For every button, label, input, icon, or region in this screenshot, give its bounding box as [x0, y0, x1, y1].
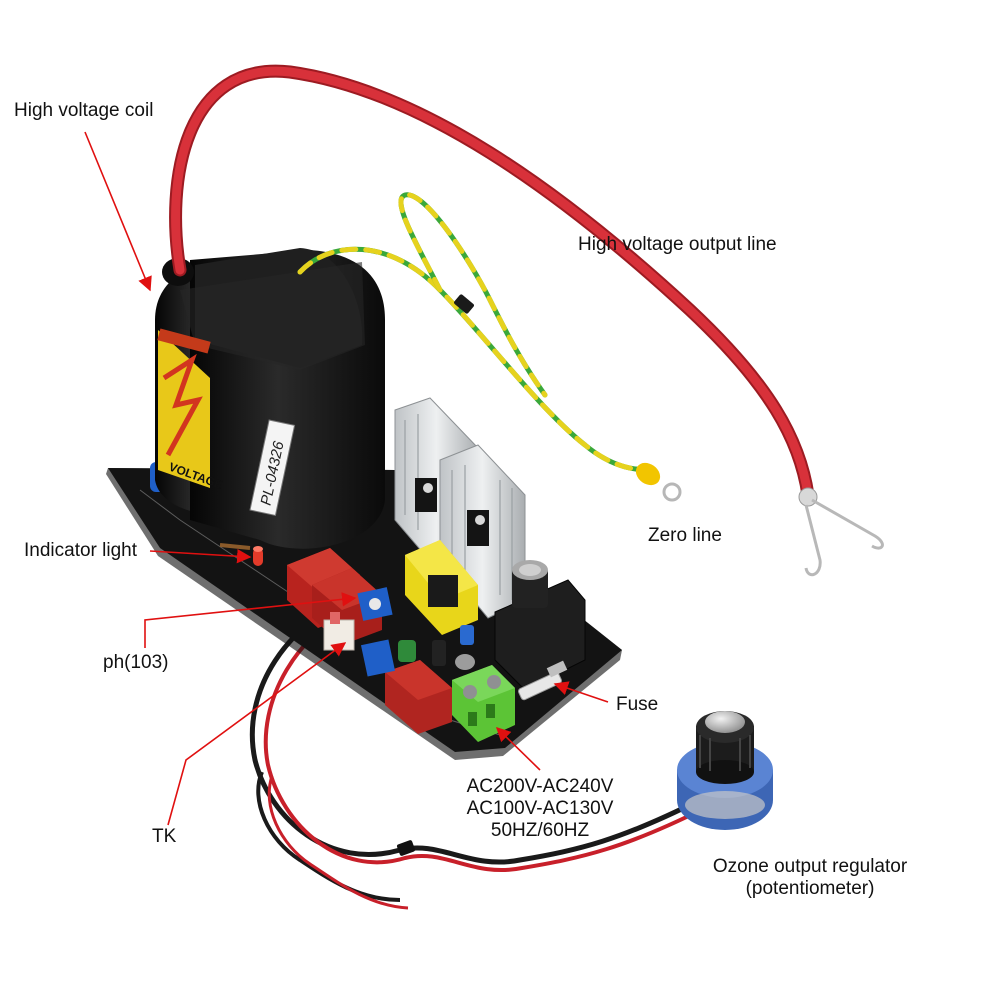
label-fuse: Fuse — [616, 694, 659, 715]
label-zero-line: Zero line — [648, 525, 722, 546]
label-ph103: ph(103) — [103, 652, 169, 673]
indicator-led — [253, 546, 263, 566]
zero-wire — [297, 192, 682, 502]
annotation-arrows — [84, 131, 609, 826]
label-high-voltage-coil: High voltage coil — [14, 100, 154, 121]
arrow-tk — [167, 642, 347, 826]
potentiometer-cable — [249, 595, 706, 910]
small-components — [219, 543, 475, 670]
arrow-high-voltage-coil — [84, 131, 152, 292]
fuse — [518, 660, 568, 701]
high-voltage-coil: VOLTAGE PL-04326 — [155, 248, 385, 549]
electrolytic-capacitor — [512, 560, 548, 608]
power-terminal-block — [452, 665, 515, 742]
potentiometer-knob — [677, 711, 773, 830]
label-power-line1: AC200V-AC240V — [466, 776, 614, 797]
arrow-power-input — [495, 726, 541, 771]
small-transformer — [405, 540, 478, 635]
label-regulator-line1: Ozone output regulator — [712, 856, 908, 877]
arrow-indicator-light — [149, 549, 252, 564]
label-regulator-line2: (potentiometer) — [745, 878, 875, 899]
label-tk: TK — [152, 826, 177, 847]
arrow-ph103 — [144, 592, 357, 648]
label-power-line2: AC100V-AC130V — [466, 798, 614, 819]
high-voltage-wire — [169, 64, 884, 577]
label-high-voltage-output-line: High voltage output line — [578, 234, 777, 255]
label-power-line3: 50HZ/60HZ — [490, 820, 590, 841]
label-ozone-regulator: Ozone output regulator (potentiometer) — [690, 856, 930, 900]
arrow-fuse — [553, 681, 609, 703]
label-indicator-light: Indicator light — [24, 540, 138, 561]
label-power-input: AC200V-AC240V AC100V-AC130V 50HZ/60HZ — [440, 776, 640, 842]
film-capacitors — [287, 548, 452, 734]
